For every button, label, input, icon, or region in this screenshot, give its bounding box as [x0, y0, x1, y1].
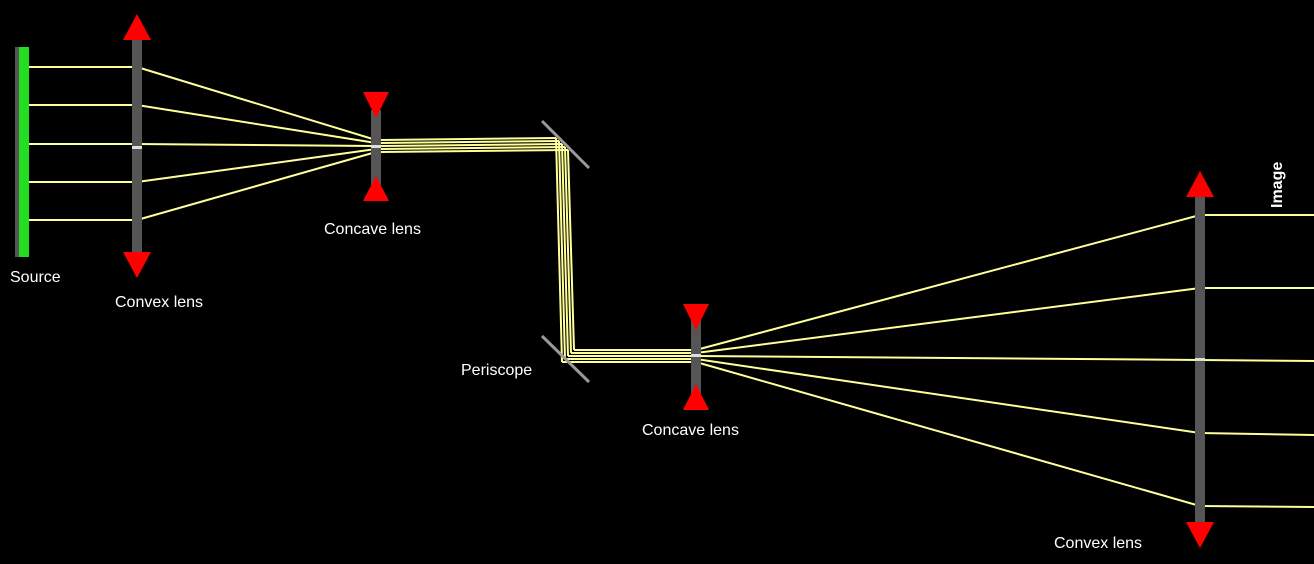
convex-lens-1-label: Convex lens: [115, 294, 203, 311]
lens-body[interactable]: [371, 110, 381, 190]
source-label: Source: [10, 269, 61, 286]
source-emitter[interactable]: [19, 47, 29, 257]
ray-segment: [136, 104, 377, 144]
periscope-lower-mirror[interactable]: [540, 334, 591, 384]
arrow-up-icon: [1186, 171, 1214, 197]
ray-segment: [136, 143, 377, 147]
ray-segment: [375, 149, 569, 153]
concave-lens-1-label: Concave lens: [324, 221, 421, 238]
ray-segment: [375, 140, 560, 144]
concave-lens-1[interactable]: [363, 92, 389, 201]
light-rays: [26, 66, 1314, 508]
ray-segment: [1199, 432, 1314, 436]
ray-segment: [567, 149, 575, 351]
convex-lens-2-label: Convex lens: [1054, 535, 1142, 552]
source-bar[interactable]: [15, 47, 19, 257]
arrow-down-icon: [123, 252, 151, 278]
ray-segment: [695, 361, 1201, 507]
arrow-inward-bottom-icon: [363, 176, 389, 201]
lens-center-mark: [132, 146, 142, 149]
arrow-down-icon: [1186, 522, 1214, 548]
ray-segment: [695, 287, 1201, 354]
ray-segment: [695, 214, 1201, 351]
ray-segment: [695, 358, 1201, 434]
ray-segment: [136, 151, 377, 221]
periscope-label: Periscope: [461, 362, 532, 379]
lens-center-mark: [371, 145, 381, 148]
convex-lens-2[interactable]: [1186, 171, 1214, 548]
ray-segment: [695, 355, 1201, 361]
lens-center-mark: [691, 354, 701, 357]
ray-segment: [555, 137, 563, 363]
ray-segment: [375, 143, 563, 147]
concave-lens-2[interactable]: [683, 304, 709, 410]
arrow-inward-top-icon: [683, 304, 709, 330]
periscope-upper-mirror[interactable]: [540, 119, 591, 170]
source[interactable]: [15, 47, 29, 257]
convex-lens-1[interactable]: [123, 14, 151, 278]
ray-segment: [375, 137, 557, 141]
ray-segment: [375, 146, 566, 150]
image-label: Image: [1269, 162, 1286, 208]
ray-segment: [136, 66, 377, 141]
ray-segment: [136, 148, 377, 183]
ray-segment: [564, 146, 572, 354]
ray-segment: [561, 143, 569, 357]
lens-center-mark: [1195, 358, 1205, 361]
periscope[interactable]: [540, 119, 591, 384]
concave-lens-2-label: Concave lens: [642, 422, 739, 439]
ray-segment: [1199, 359, 1314, 362]
arrow-inward-top-icon: [363, 92, 389, 118]
arrow-up-icon: [123, 14, 151, 40]
ray-segment: [1199, 505, 1314, 508]
ray-segment: [558, 140, 566, 360]
arrow-inward-bottom-icon: [683, 384, 709, 410]
